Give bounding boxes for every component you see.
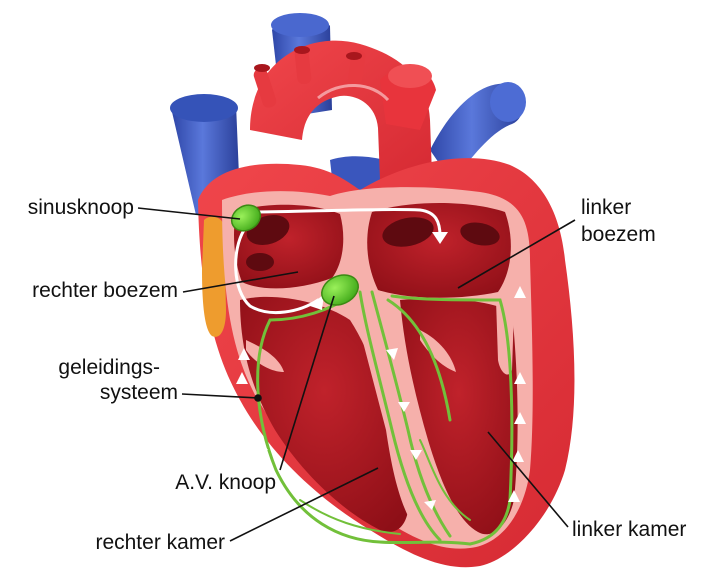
label-rechter-boezem: rechter boezem (0, 279, 178, 303)
label-sinusknoop: sinusknoop (0, 196, 134, 220)
label-geleidingssysteem-line2: systeem (0, 381, 178, 405)
leader-geleidingssysteem-dot (255, 395, 261, 401)
label-linker-boezem-line1: linker (581, 196, 631, 220)
left-atrium-chamber (367, 203, 511, 298)
label-rechter-kamer: rechter kamer (0, 531, 225, 555)
label-geleidingssysteem-line1: geleidings- (0, 356, 160, 380)
label-av-knoop: A.V. knoop (0, 471, 276, 495)
orange-patch (202, 217, 226, 337)
superior-vena-cava-opening (170, 94, 238, 122)
label-linker-boezem-line2: boezem (581, 223, 656, 247)
label-linker-kamer: linker kamer (572, 518, 686, 542)
